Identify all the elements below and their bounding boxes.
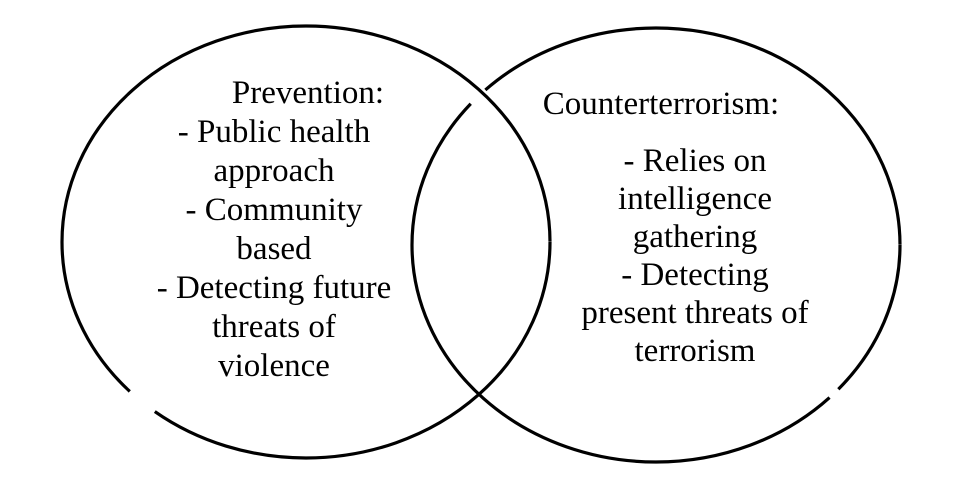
left-circle-line: - Community xyxy=(185,192,363,228)
right-circle-line: intelligence xyxy=(618,181,772,217)
right-circle-line: terrorism xyxy=(634,333,756,369)
left-circle-outline xyxy=(60,24,552,460)
right-circle-outline xyxy=(410,26,902,464)
counterterrorism-text-block: Counterterrorism: - Relies on intelligen… xyxy=(505,85,885,370)
right-circle-line: present threats of xyxy=(581,295,809,331)
left-circle-line: - Detecting future xyxy=(156,270,392,306)
title-gap xyxy=(505,123,885,142)
right-circle-title: Counterterrorism: xyxy=(542,86,780,122)
right-circle-line: - Relies on xyxy=(623,143,767,179)
prevention-text-block: Prevention: - Public health approach - C… xyxy=(84,74,464,386)
left-circle-line: violence xyxy=(218,348,330,384)
right-circle-line: gathering xyxy=(632,219,758,255)
left-circle-line: approach xyxy=(213,153,335,189)
left-circle-line: based xyxy=(236,231,312,267)
right-circle-line: - Detecting xyxy=(621,257,769,293)
left-circle-title: Prevention: xyxy=(231,75,385,111)
left-circle-line: - Public health xyxy=(177,114,371,150)
left-circle-line: threats of xyxy=(212,309,336,345)
